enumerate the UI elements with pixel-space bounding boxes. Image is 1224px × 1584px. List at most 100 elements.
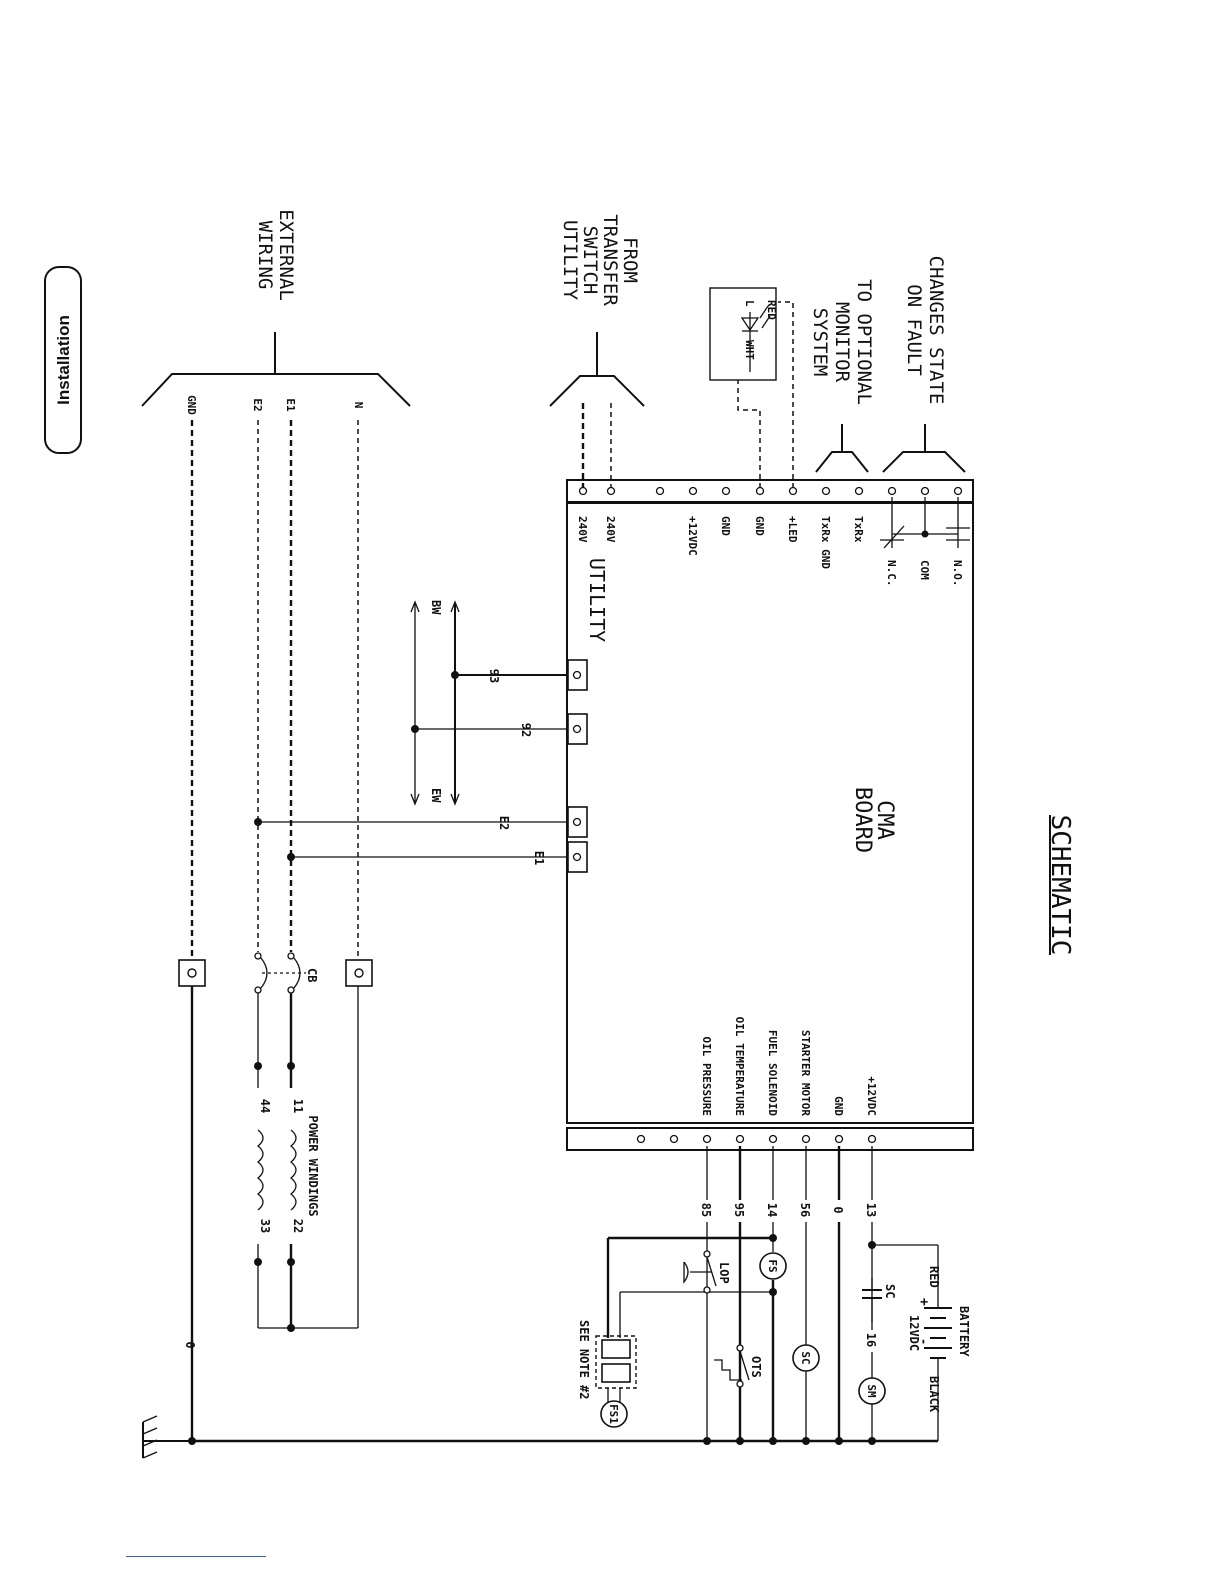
top-terminal-screw bbox=[953, 486, 963, 496]
fuel-solenoid: FS bbox=[619, 1252, 787, 1338]
fs-label: FS bbox=[766, 1259, 779, 1272]
changes-state-callout: CHANGES STATE ON FAULT bbox=[882, 256, 966, 473]
top-terminal-strip bbox=[566, 479, 974, 503]
winding-33: 33 bbox=[258, 1219, 272, 1233]
oil-pressure-switch: LOP bbox=[683, 1250, 731, 1294]
top-terminal-screw bbox=[854, 486, 864, 496]
ext-label-gnd: GND bbox=[185, 395, 198, 415]
ext-label-e1: E1 bbox=[284, 398, 297, 412]
ew-label: EW bbox=[429, 788, 443, 803]
top-terminal-screw bbox=[887, 486, 897, 496]
from-line2: TRANSFER bbox=[599, 214, 621, 306]
bottom-terminal-screw bbox=[636, 1134, 646, 1144]
led-indicator: RED L WHT bbox=[709, 287, 794, 488]
chassis-ground-symbol bbox=[142, 1415, 192, 1459]
sc-label: SC bbox=[799, 1351, 812, 1364]
wire-label-95: 95 bbox=[732, 1203, 746, 1217]
top-terminal-screw bbox=[688, 486, 698, 496]
top-terminal-label: +LED bbox=[786, 516, 799, 543]
winding-22: 22 bbox=[291, 1219, 305, 1233]
lop-label: LOP bbox=[717, 1262, 731, 1284]
starter-motor: SM bbox=[858, 1377, 886, 1405]
see-note-label: SEE NOTE #2 bbox=[577, 1320, 591, 1399]
top-terminal-label: GND bbox=[753, 516, 766, 536]
bw-ew-leads: BW EW bbox=[410, 600, 460, 806]
bottom-terminal-label: OIL TEMPERATURE bbox=[733, 1017, 746, 1116]
top-terminal-screw bbox=[920, 486, 930, 496]
utility-label: UTILITY bbox=[585, 558, 609, 642]
battery-voltage: 12VDC bbox=[907, 1315, 921, 1351]
side-label-e2: E2 bbox=[497, 816, 511, 830]
top-terminal-label: +12VDC bbox=[686, 516, 699, 556]
winding-44: 44 bbox=[258, 1099, 272, 1113]
battery-red: RED bbox=[927, 1266, 941, 1288]
cb-label: CB bbox=[305, 968, 319, 982]
fuel-solenoid-fs1: FS1 SEE NOTE #2 bbox=[577, 1320, 637, 1428]
bottom-terminal-label: STARTER MOTOR bbox=[799, 1030, 812, 1116]
from-line3: SWITCH bbox=[579, 226, 601, 295]
bottom-terminal-screw bbox=[867, 1134, 877, 1144]
bottom-terminal-screw bbox=[702, 1134, 712, 1144]
top-terminal-label: 240V bbox=[576, 516, 589, 543]
relay-contacts bbox=[880, 497, 970, 549]
bottom-terminal-strip bbox=[566, 1127, 974, 1151]
bottom-terminal-screw bbox=[801, 1134, 811, 1144]
board-label-line1: CMA bbox=[872, 800, 897, 840]
battery-circuit: BATTERY + - 12VDC RED BLACK SC 16 bbox=[862, 1241, 971, 1441]
board-label-line2: BOARD bbox=[850, 787, 875, 853]
section-tab-label: Installation bbox=[54, 315, 73, 405]
side-label-e1: E1 bbox=[532, 851, 546, 865]
relay-terminal-label: COM bbox=[918, 560, 931, 580]
top-terminal-screw bbox=[755, 486, 765, 496]
winding-11: 11 bbox=[291, 1099, 305, 1113]
wire-label-0-gnd: 0 bbox=[183, 1341, 197, 1348]
bottom-terminal-screw bbox=[768, 1134, 778, 1144]
circuit-breaker: CB bbox=[254, 952, 358, 1332]
monitor-line1: TO OPTIONAL bbox=[853, 279, 875, 405]
wire-label-14: 14 bbox=[765, 1203, 779, 1217]
battery-black: BLACK bbox=[927, 1376, 941, 1413]
top-terminal-label: 240V bbox=[604, 516, 617, 543]
ext-label-n: N bbox=[352, 402, 365, 409]
bottom-terminal-screw bbox=[669, 1134, 679, 1144]
battery-label: BATTERY bbox=[957, 1306, 971, 1357]
battery-plus: + bbox=[916, 1298, 931, 1306]
ots-label: OTS bbox=[749, 1356, 763, 1378]
bottom-terminal-screw bbox=[735, 1134, 745, 1144]
section-tab: Installation bbox=[44, 266, 82, 454]
wire-label-56: 56 bbox=[798, 1203, 812, 1217]
wire-label-16: 16 bbox=[864, 1333, 878, 1347]
battery-minus: - bbox=[917, 1338, 931, 1345]
power-windings-label: POWER WINDINGS bbox=[306, 1115, 320, 1216]
terminal-block-gnd bbox=[178, 959, 206, 987]
top-terminal-screw bbox=[821, 486, 831, 496]
bottom-terminal-label: OIL PRESSURE bbox=[700, 1037, 713, 1116]
top-terminal-screw bbox=[788, 486, 798, 496]
changes-state-line2: ON FAULT bbox=[903, 284, 925, 376]
terminal-block-n bbox=[345, 959, 373, 987]
footer-link-underline bbox=[126, 1556, 266, 1557]
relay-terminal-label: N.C. bbox=[885, 560, 898, 587]
external-line1: EXTERNAL bbox=[275, 209, 297, 301]
top-terminal-label: GND bbox=[719, 516, 732, 536]
from-line1: FROM bbox=[619, 237, 641, 283]
external-wiring-callout: EXTERNAL WIRING N E1 E2 GND bbox=[141, 209, 411, 415]
starter-contactor: SC bbox=[792, 1344, 820, 1372]
wire-label-85: 85 bbox=[699, 1203, 713, 1217]
top-terminal-screw bbox=[578, 486, 588, 496]
top-terminal-screw bbox=[721, 486, 731, 496]
external-line2: WIRING bbox=[254, 221, 276, 290]
wire-label-13: 13 bbox=[864, 1203, 878, 1217]
top-terminal-screw bbox=[606, 486, 616, 496]
sc-contact-label: SC bbox=[883, 1284, 897, 1298]
bottom-terminal-screw bbox=[834, 1134, 844, 1144]
bw-label: BW bbox=[429, 600, 443, 615]
from-line4: UTILITY bbox=[559, 220, 581, 301]
monitor-line3: SYSTEM bbox=[809, 308, 831, 377]
wire-label-0: 0 bbox=[831, 1206, 845, 1213]
top-terminal-label: TxRx GND bbox=[819, 516, 832, 569]
led-wht-label: WHT bbox=[743, 340, 756, 360]
